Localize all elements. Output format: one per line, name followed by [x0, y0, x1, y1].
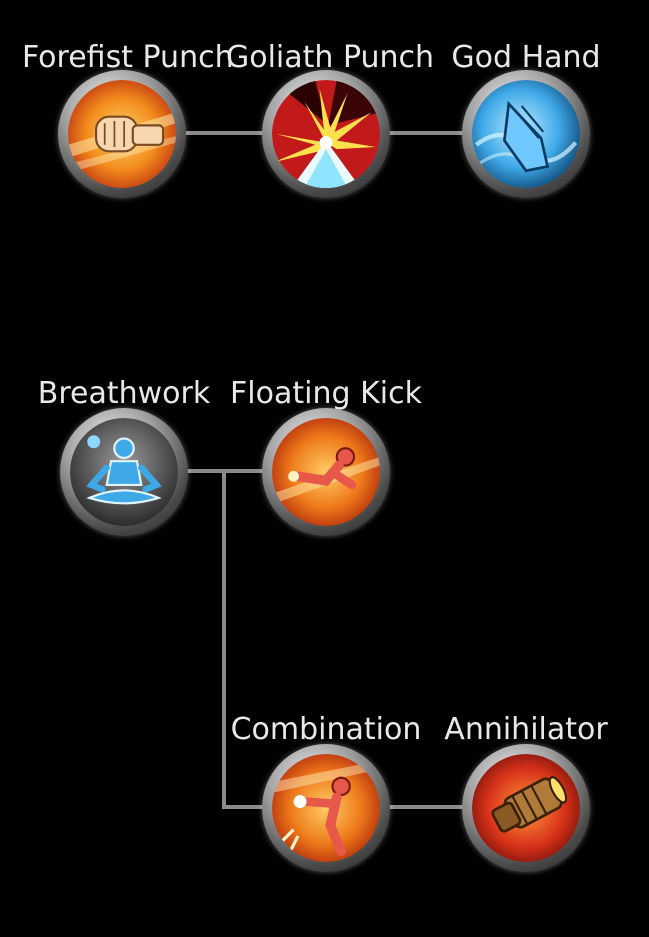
skill-combination[interactable]: Combination — [226, 710, 426, 872]
skill-forefist-punch[interactable]: Forefist Punch — [22, 38, 234, 198]
skill-button-god-hand[interactable] — [462, 70, 590, 198]
link-breathwork-combination — [222, 471, 270, 809]
skill-button-goliath-punch[interactable] — [262, 70, 390, 198]
praying-hand-icon — [472, 80, 580, 188]
fist-icon — [68, 80, 176, 188]
skill-name-goliath-punch: Goliath Punch — [226, 40, 435, 75]
meditating-figure-icon — [70, 418, 178, 526]
skill-floating-kick[interactable]: Floating Kick — [226, 374, 426, 536]
skill-name-floating-kick: Floating Kick — [230, 376, 422, 411]
skill-breathwork[interactable]: Breathwork — [24, 374, 224, 536]
skill-name-forefist-punch: Forefist Punch — [22, 40, 234, 75]
skill-button-combination[interactable] — [262, 744, 390, 872]
skill-annihilator[interactable]: Annihilator — [426, 710, 626, 872]
skill-button-forefist-punch[interactable] — [58, 70, 186, 198]
skill-god-hand[interactable]: God Hand — [426, 38, 626, 198]
arm-cannon-icon — [472, 754, 580, 862]
skill-name-combination: Combination — [230, 712, 422, 747]
skill-name-god-hand: God Hand — [451, 40, 601, 75]
flying-kick-icon — [272, 418, 380, 526]
combo-punch-icon — [272, 754, 380, 862]
burst-icon — [272, 80, 380, 188]
skill-name-breathwork: Breathwork — [37, 376, 211, 411]
skill-button-annihilator[interactable] — [462, 744, 590, 872]
skill-goliath-punch[interactable]: Goliath Punch — [226, 38, 435, 198]
skill-button-breathwork[interactable] — [60, 408, 188, 536]
skill-name-annihilator: Annihilator — [444, 712, 608, 747]
skill-button-floating-kick[interactable] — [262, 408, 390, 536]
